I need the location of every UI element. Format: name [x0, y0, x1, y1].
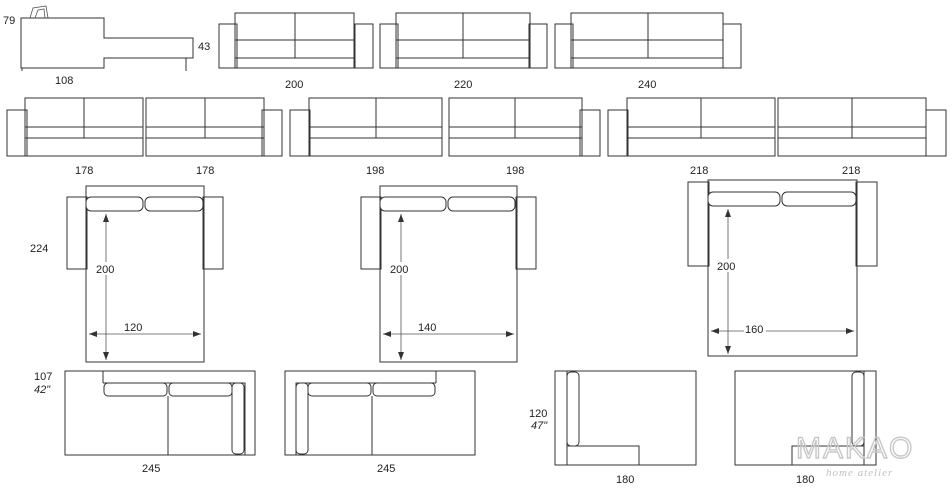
front-view-200: 200	[218, 12, 374, 91]
brand-logo: MAKAO home atelier	[795, 431, 914, 479]
front-view-240: 240	[554, 12, 742, 91]
front-view-220: 220	[379, 12, 548, 91]
corner-depth-cm-label: 107	[34, 371, 52, 383]
side-height-label: 79	[3, 15, 15, 27]
corner-depth-inch-label: 42"	[34, 384, 51, 396]
brand-name: MAKAO	[796, 432, 914, 465]
sofa-bed-120: 200 120 224	[30, 185, 224, 363]
bed-140-length-label: 200	[390, 264, 408, 276]
module-pair-218: 218 218	[607, 97, 947, 177]
front-200-width-label: 200	[285, 79, 303, 91]
module-pair-198: 198 198	[289, 97, 601, 177]
bed-160-width-label: 160	[745, 324, 763, 336]
chaise-depth-inch-label: 47"	[531, 420, 548, 432]
corner-right-width-label: 245	[377, 463, 395, 475]
chaise-right-width-label: 180	[796, 474, 814, 486]
side-seat-height-label: 43	[198, 41, 210, 53]
bed-140-width-label: 140	[418, 322, 436, 334]
corner-left-width-label: 245	[142, 463, 160, 475]
chaise-module-left: 120 47" 180	[529, 370, 697, 486]
chaise-module-right: 180	[734, 370, 877, 486]
front-220-width-label: 220	[454, 79, 472, 91]
bed-120-length-label: 200	[96, 264, 114, 276]
front-240-width-label: 240	[638, 79, 656, 91]
module-218-left-label: 218	[690, 165, 708, 177]
module-198-left-label: 198	[366, 165, 384, 177]
module-198-right-label: 198	[506, 165, 524, 177]
bed-120-width-label: 120	[124, 322, 142, 334]
sofa-bed-140: 200 140	[360, 185, 537, 363]
module-218-right-label: 218	[842, 165, 860, 177]
module-pair-178: 178 178	[6, 97, 283, 177]
side-view: 79 108 43	[3, 5, 210, 87]
side-depth-label: 108	[55, 75, 73, 87]
sofa-bed-160: 200 160	[687, 179, 878, 357]
corner-sofa-left: 107 42" 245	[34, 370, 256, 475]
bed-160-length-label: 200	[717, 261, 735, 273]
chaise-depth-cm-label: 120	[529, 408, 547, 420]
sofa-bed-depth-label: 224	[30, 243, 48, 255]
brand-tagline: home atelier	[826, 467, 893, 479]
corner-sofa-right: 245	[284, 370, 476, 475]
chaise-left-width-label: 180	[616, 474, 634, 486]
module-178-left-label: 178	[75, 165, 93, 177]
module-178-right-label: 178	[196, 165, 214, 177]
